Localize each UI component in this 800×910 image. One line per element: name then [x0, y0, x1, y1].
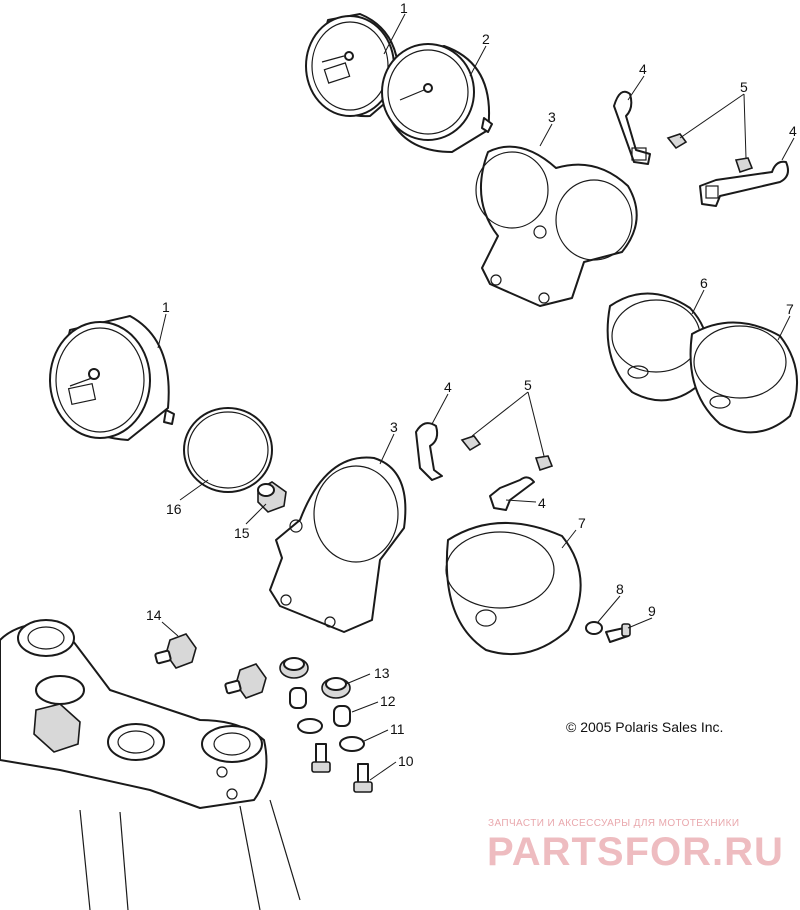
bracket-single-gauge — [269, 456, 407, 633]
callout-4-upper-right: 4 — [789, 123, 797, 139]
spacer-12a — [289, 687, 307, 709]
bezel-upper-7 — [689, 321, 799, 434]
callout-9: 9 — [648, 603, 656, 619]
grommet-13b — [321, 677, 351, 699]
wire-clip-lower-left — [415, 422, 443, 481]
wire-clip-upper-right — [699, 160, 789, 207]
screw-upper-2 — [734, 157, 754, 174]
rubber-mount-14a — [154, 633, 197, 669]
callout-13: 13 — [374, 665, 390, 681]
callout-5-lower: 5 — [524, 377, 532, 393]
watermark-tagline: ЗАПЧАСТИ И АКСЕССУАРЫ ДЛЯ МОТОТЕХНИКИ — [488, 818, 740, 829]
spacer-12b — [333, 705, 351, 727]
screw-lower-2 — [534, 455, 554, 472]
callout-6: 6 — [700, 275, 708, 291]
callout-7-upper: 7 — [786, 301, 794, 317]
bolt-10a — [311, 743, 331, 773]
wire-clip-upper-left — [613, 90, 651, 165]
wire-clip-lower-right — [489, 476, 535, 511]
gasket-ring — [183, 407, 273, 493]
callout-4-lower-right: 4 — [538, 495, 546, 511]
screw-9 — [605, 623, 631, 643]
grommet-13a — [279, 657, 309, 679]
callout-10: 10 — [398, 753, 414, 769]
callout-numbers: 1 2 4 5 3 4 6 7 1 4 5 3 4 16 15 7 8 9 14… — [146, 0, 797, 769]
rubber-mount-14b — [224, 663, 267, 699]
triple-clamp — [0, 619, 268, 809]
callout-11: 11 — [390, 721, 405, 737]
callout-12: 12 — [380, 693, 396, 709]
screw-lower-1 — [460, 435, 482, 452]
gauge-speedometer-upper — [305, 13, 400, 118]
copyright-notice: © 2005 Polaris Sales Inc. — [566, 719, 724, 735]
washer-8 — [585, 621, 603, 635]
callout-5-upper: 5 — [740, 79, 748, 95]
callout-2: 2 — [482, 31, 490, 47]
callout-16: 16 — [166, 501, 182, 517]
washer-11a — [297, 718, 323, 734]
callout-8: 8 — [616, 581, 624, 597]
callout-1-upper: 1 — [400, 0, 408, 16]
callout-7-lower: 7 — [578, 515, 586, 531]
callout-3-lower: 3 — [390, 419, 398, 435]
gauge-tachometer — [381, 43, 493, 153]
callout-4-upper-left: 4 — [639, 61, 647, 77]
watermark-logo: PARTSFOR.RU — [487, 830, 784, 874]
callout-14: 14 — [146, 607, 162, 623]
callout-3-upper: 3 — [548, 109, 556, 125]
callout-15: 15 — [234, 525, 250, 541]
fork-tubes — [79, 799, 301, 910]
bracket-dual-gauge — [475, 145, 638, 307]
gauge-speedometer-lower — [49, 315, 175, 441]
bolt-10b — [353, 763, 373, 793]
callout-1-lower: 1 — [162, 299, 170, 315]
leader-lines — [157, 13, 795, 781]
callout-4-lower-left: 4 — [444, 379, 452, 395]
washer-11b — [339, 736, 365, 752]
bezel-lower-7 — [445, 522, 582, 656]
